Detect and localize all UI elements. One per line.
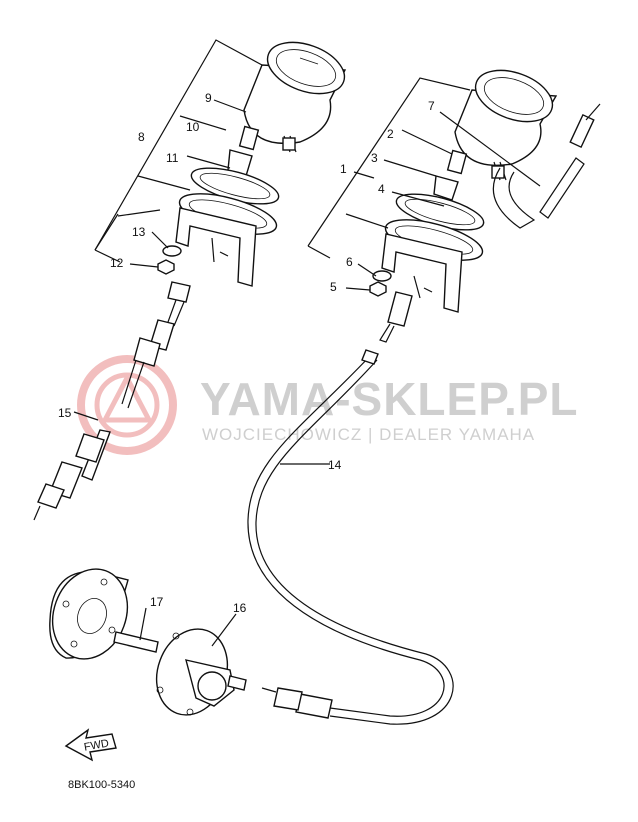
callout-1: 1: [340, 162, 347, 176]
left-meter-assembly: [33, 39, 347, 521]
callout-4: 4: [378, 182, 385, 196]
callout-17: 17: [150, 595, 164, 609]
callout-11: 11: [166, 151, 179, 165]
fwd-arrow: FWD: [64, 728, 117, 762]
callout-8: 8: [138, 130, 145, 144]
callout-2: 2: [387, 127, 394, 141]
speedometer-cable: [247, 349, 454, 725]
callout-9: 9: [205, 91, 212, 105]
hub-drive-assembly: [49, 568, 247, 716]
callout-15: 15: [58, 406, 72, 420]
part-code: 8BK100-5340: [68, 779, 135, 791]
fwd-label: FWD: [83, 737, 110, 753]
watermark-subtitle: WOJCIECHOWICZ | DEALER YAMAHA: [202, 425, 535, 444]
callout-10: 10: [186, 120, 200, 134]
right-meter-assembly: [307, 69, 601, 343]
callout-6: 6: [346, 255, 353, 269]
callout-12: 12: [110, 256, 124, 270]
callout-13: 13: [132, 225, 146, 239]
callouts: 1 2 3 4 5 6 7 8 9 10 11 12 13 14 15 16 1…: [58, 91, 435, 615]
callout-14: 14: [328, 458, 342, 472]
watermark-title: YAMA-SKLEP.PL: [200, 373, 579, 425]
callout-7: 7: [428, 99, 435, 113]
watermark-logo: [77, 355, 177, 455]
callout-5: 5: [330, 280, 337, 294]
callout-16: 16: [233, 601, 247, 615]
callout-3: 3: [371, 151, 378, 165]
watermark: YAMA-SKLEP.PL WOJCIECHOWICZ | DEALER YAM…: [77, 355, 579, 455]
